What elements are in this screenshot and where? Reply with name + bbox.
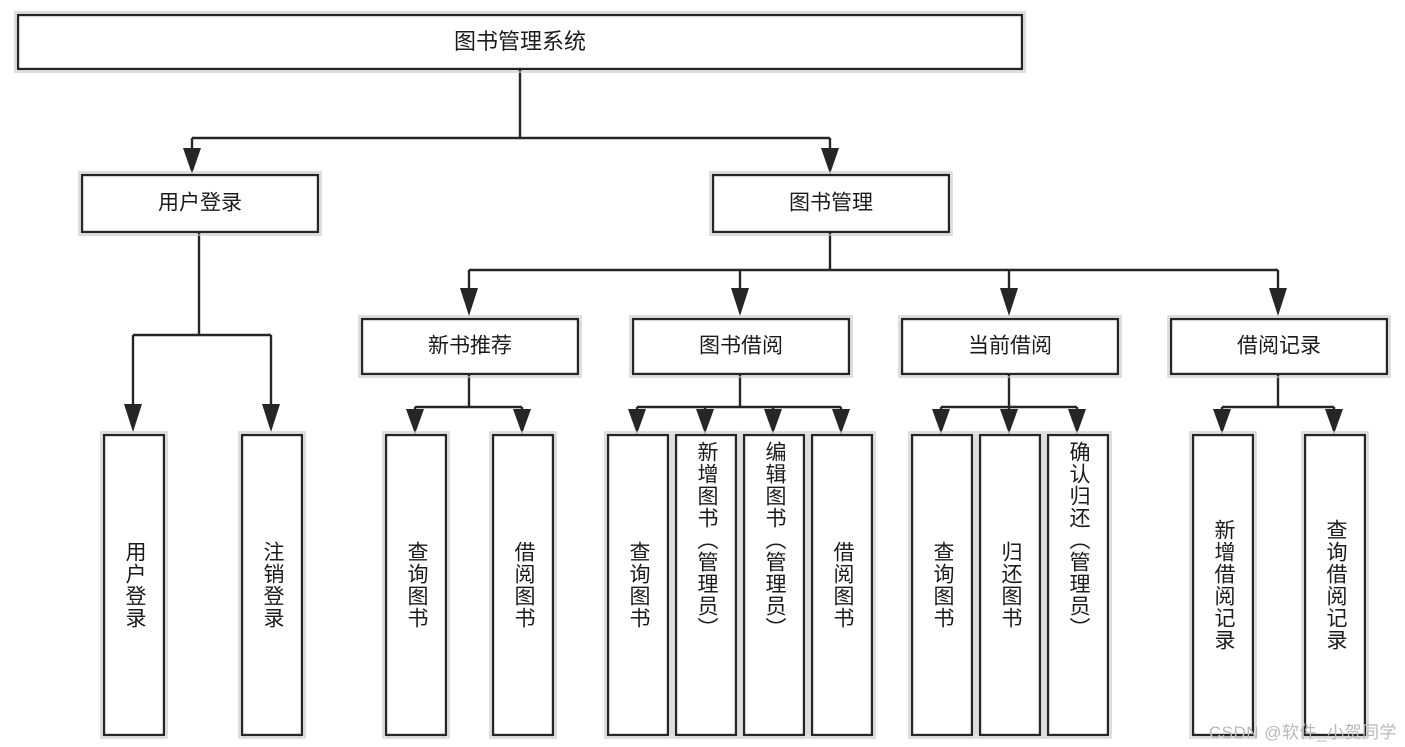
leaf-borrow-book-newbook-halo — [489, 431, 557, 739]
leaf-logout[interactable] — [238, 431, 306, 739]
node-book-borrow-halo — [629, 315, 853, 378]
leaf-add-borrow-record[interactable] — [1189, 431, 1257, 739]
node-book-management-label: 图书管理 — [789, 192, 873, 215]
leaf-query-book-borrow-rect — [606, 433, 670, 737]
arrow-head-borrow-leaf-4 — [832, 409, 850, 434]
node-book-borrow-rect — [631, 317, 851, 376]
arrow-head-record-leaf-1 — [1213, 409, 1231, 434]
leaf-query-book-newbook[interactable] — [382, 431, 450, 739]
leaf-query-book-borrow[interactable] — [604, 431, 672, 739]
node-book-management-halo — [709, 171, 953, 236]
arrow-head-to-current-borrow — [1000, 288, 1018, 316]
node-book-borrow[interactable]: 图书借阅 — [629, 315, 853, 378]
arrow-head-to-user-login — [183, 148, 201, 174]
node-user-login-rect — [80, 173, 320, 234]
node-new-book-recommend[interactable]: 新书推荐 — [358, 315, 582, 378]
leaf-confirm-return-admin-rect — [1046, 433, 1110, 737]
node-book-management-rect — [711, 173, 951, 234]
leaf-borrow-book-borrow-rect — [810, 433, 874, 737]
node-root-label: 图书管理系统 — [454, 29, 586, 54]
leaf-return-book-halo — [976, 431, 1044, 739]
connectors-group — [124, 70, 1343, 434]
leaf-query-book-newbook-rect — [384, 433, 448, 737]
leaf-confirm-return-admin[interactable] — [1044, 431, 1112, 739]
node-book-management[interactable]: 图书管理 — [709, 171, 953, 236]
leaf-return-book[interactable] — [976, 431, 1044, 739]
node-root-halo — [14, 11, 1026, 73]
leaf-query-book-current[interactable] — [908, 431, 976, 739]
leaf-user-login[interactable] — [100, 431, 168, 739]
node-current-borrow-label: 当前借阅 — [968, 335, 1052, 358]
leaf-query-book-current-halo — [908, 431, 976, 739]
arrow-head-borrow-leaf-1 — [628, 409, 646, 434]
leaf-user-login-halo — [100, 431, 168, 739]
node-new-book-recommend-halo — [358, 315, 582, 378]
node-current-borrow[interactable]: 当前借阅 — [898, 315, 1122, 378]
leaf-query-book-newbook-halo — [382, 431, 450, 739]
arrow-head-borrow-leaf-3 — [764, 409, 782, 434]
arrow-head-record-leaf-2 — [1325, 409, 1343, 434]
arrow-head-current-leaf-1 — [932, 409, 950, 434]
arrow-head-current-leaf-2 — [1000, 409, 1018, 434]
node-borrow-record-rect — [1169, 317, 1389, 376]
node-root-rect — [16, 13, 1024, 71]
arrow-head-to-book-management — [821, 148, 839, 174]
csdn-watermark: CSDN @软件_小贺同学 — [1208, 723, 1397, 742]
node-user-login-label: 用户登录 — [158, 192, 242, 215]
arrow-head-current-leaf-3 — [1068, 409, 1086, 434]
leaf-add-borrow-record-halo — [1189, 431, 1257, 739]
leaf-confirm-return-admin-halo — [1044, 431, 1112, 739]
arrow-head-newbook-leaf-2 — [513, 409, 531, 434]
node-borrow-record[interactable]: 借阅记录 — [1167, 315, 1391, 378]
leaf-query-book-current-rect — [910, 433, 974, 737]
node-borrow-record-label: 借阅记录 — [1237, 335, 1321, 358]
leaf-query-borrow-record-rect — [1303, 433, 1367, 737]
node-user-login[interactable]: 用户登录 — [78, 171, 322, 236]
leaf-edit-book-admin-halo — [740, 431, 808, 739]
arrow-head-newbook-leaf-1 — [406, 409, 424, 434]
leaf-add-book-admin-rect — [674, 433, 738, 737]
leaf-logout-rect — [240, 433, 304, 737]
leaf-borrow-book-borrow[interactable] — [808, 431, 876, 739]
arrow-head-to-book-borrow — [731, 288, 749, 316]
leaf-add-borrow-record-rect — [1191, 433, 1255, 737]
node-current-borrow-rect — [900, 317, 1120, 376]
arrow-head-borrow-leaf-2 — [696, 409, 714, 434]
leaf-edit-book-admin-rect — [742, 433, 806, 737]
leaf-borrow-book-newbook[interactable] — [489, 431, 557, 739]
leaf-query-book-borrow-halo — [604, 431, 672, 739]
leaf-query-borrow-record[interactable] — [1301, 431, 1369, 739]
node-book-borrow-label: 图书借阅 — [699, 335, 783, 358]
leaf-return-book-rect — [978, 433, 1042, 737]
leaf-edit-book-admin[interactable] — [740, 431, 808, 739]
node-new-book-recommend-rect — [360, 317, 580, 376]
leaf-add-book-admin-halo — [672, 431, 740, 739]
arrow-head-to-borrow-record — [1269, 288, 1287, 316]
node-new-book-recommend-label: 新书推荐 — [428, 335, 512, 358]
node-current-borrow-halo — [898, 315, 1122, 378]
leaf-borrow-book-borrow-halo — [808, 431, 876, 739]
leaf-query-borrow-record-halo — [1301, 431, 1369, 739]
leaf-boxes-group — [100, 431, 1369, 739]
leaf-borrow-book-newbook-rect — [491, 433, 555, 737]
arrow-head-login-leaf-1 — [124, 404, 142, 432]
leaf-logout-halo — [238, 431, 306, 739]
node-root-system[interactable]: 图书管理系统 — [14, 11, 1026, 73]
leaf-add-book-admin[interactable] — [672, 431, 740, 739]
arrow-head-login-leaf-2 — [262, 404, 280, 432]
arrow-head-to-new-book-rec — [460, 288, 478, 316]
node-user-login-halo — [78, 171, 322, 236]
leaf-user-login-rect — [102, 433, 166, 737]
node-borrow-record-halo — [1167, 315, 1391, 378]
